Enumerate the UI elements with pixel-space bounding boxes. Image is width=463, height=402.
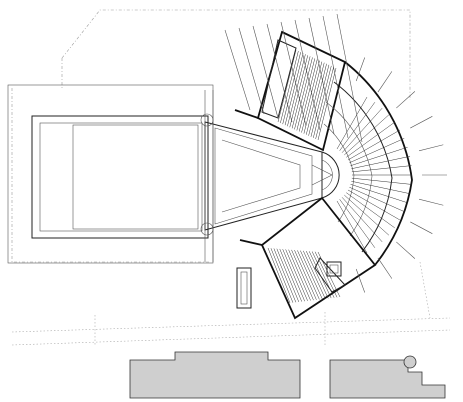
upper-seat-row xyxy=(287,54,306,127)
grid-line xyxy=(377,71,393,93)
lower-seat-row xyxy=(291,249,314,301)
lower-seat-rows xyxy=(267,247,341,304)
lower-seat-row xyxy=(288,249,311,301)
grid-line xyxy=(410,116,433,129)
lower-seat-row xyxy=(282,249,305,302)
upper-seat-row xyxy=(308,63,327,136)
lower-seat-row xyxy=(294,250,317,300)
lower-seat-row xyxy=(308,251,332,299)
upper-seat-row xyxy=(294,57,313,130)
upper-seat-row xyxy=(277,49,297,123)
grid-line xyxy=(355,57,366,82)
bowl-aisle xyxy=(349,186,405,212)
bowl-aisle xyxy=(351,180,411,194)
bowl-aisle xyxy=(351,177,412,185)
lower-seat-row xyxy=(267,247,291,304)
upper-seat-row xyxy=(284,53,304,126)
upper-seat-row xyxy=(298,59,318,132)
lower-seat-row xyxy=(303,250,326,299)
lower-seat-row xyxy=(300,250,323,300)
upper-wing xyxy=(234,30,347,152)
lower-seat-row xyxy=(285,249,308,301)
bowl-aisle xyxy=(346,192,395,229)
bowl-aisle xyxy=(346,121,395,158)
lower-seat-row xyxy=(273,248,297,303)
lower-seat-row xyxy=(314,251,338,298)
bowl-aisle xyxy=(347,189,401,221)
upper-seat-row xyxy=(315,66,334,140)
upper-seat-row xyxy=(282,52,301,125)
upper-seat-rows xyxy=(277,49,337,141)
upper-seat-row xyxy=(305,62,325,135)
upper-seat-row xyxy=(301,60,320,133)
bowl-aisle xyxy=(350,184,408,204)
lower-wing xyxy=(239,196,377,320)
grid-line xyxy=(294,19,321,131)
grid-line xyxy=(396,241,416,259)
grid-line xyxy=(224,29,251,111)
grid-line xyxy=(322,15,349,139)
bowl-aisle xyxy=(350,146,408,166)
upper-seat-row xyxy=(296,58,316,131)
forecourt xyxy=(7,84,214,264)
upper-seat-row xyxy=(310,64,330,137)
bowl-aisle xyxy=(339,199,376,248)
lower-seat-row xyxy=(306,250,329,299)
grid-line xyxy=(266,23,293,123)
grid-line xyxy=(410,221,433,234)
lower-seat-row xyxy=(279,248,302,302)
bowl-aisle xyxy=(351,165,412,173)
grid-line xyxy=(308,17,335,135)
grid-line xyxy=(355,268,366,293)
bowl-aisle xyxy=(344,194,390,236)
grid-line xyxy=(418,144,444,152)
bowl-aisle xyxy=(347,129,401,161)
bowl-aisle xyxy=(339,102,376,151)
upper-seat-row xyxy=(280,50,299,124)
grid-line xyxy=(238,27,265,115)
upper-seat-row xyxy=(317,67,337,141)
bowl-aisle xyxy=(351,156,411,170)
bowl-aisle xyxy=(336,96,368,150)
bowl-aisle xyxy=(349,138,405,164)
upper-seat-row xyxy=(313,65,332,138)
structural-grid xyxy=(224,13,447,293)
ramp xyxy=(236,267,252,309)
bowl-aisle xyxy=(336,200,368,254)
lower-seat-row xyxy=(276,248,300,303)
grid-line xyxy=(252,25,279,119)
grid-line xyxy=(336,13,363,143)
lower-seat-row xyxy=(270,248,294,303)
grid-line xyxy=(377,257,393,279)
bowl-aisle xyxy=(341,197,383,243)
bowl-aisle xyxy=(341,107,383,153)
grid-line xyxy=(396,91,416,109)
upper-seat-row xyxy=(289,55,309,128)
bowl-aisles xyxy=(336,96,412,254)
site-boundary xyxy=(11,9,451,346)
bowl-aisle xyxy=(344,114,390,156)
neighbour-buildings xyxy=(129,351,446,399)
lower-seat-row xyxy=(317,251,341,298)
upper-seat-row xyxy=(291,56,311,129)
lower-seat-row xyxy=(297,250,320,300)
stage xyxy=(311,151,340,199)
grid-line xyxy=(418,198,444,206)
curved-bowl xyxy=(323,61,413,266)
lower-seat-row xyxy=(311,251,335,298)
grid-line xyxy=(280,21,307,127)
